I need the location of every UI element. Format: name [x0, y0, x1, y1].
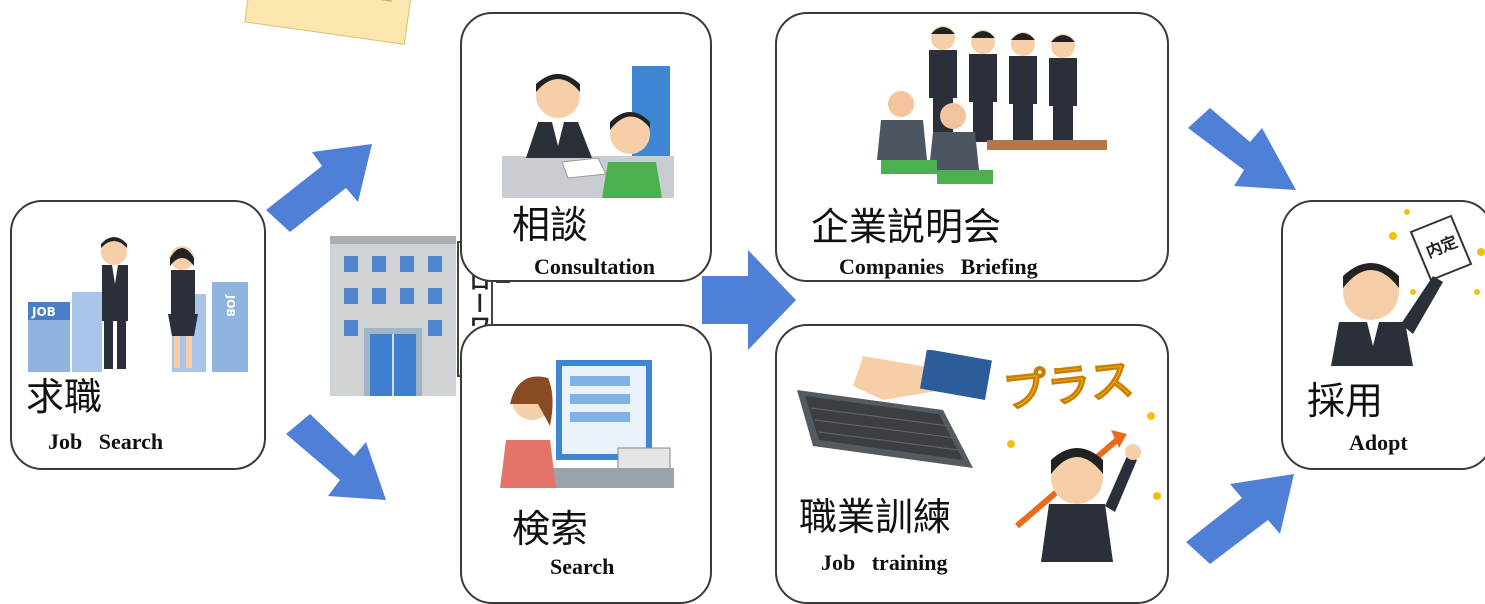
job-sign-left: JOB — [31, 305, 56, 319]
consultation-title: 相談 — [512, 203, 589, 247]
briefing-box: 企業説明会 Companies Briefing — [775, 12, 1169, 282]
search-box: 検索 Search — [460, 324, 712, 604]
adopt-subtitle: Adopt — [1349, 430, 1408, 455]
sticky-note-frame — [320, 0, 399, 2]
sticky-note — [244, 0, 418, 45]
arrow-down-right — [286, 414, 386, 500]
job-seekers-illustration: JOB JOB — [28, 237, 248, 372]
job-search-box: JOB JOB 求職 Job Search — [10, 200, 266, 470]
training-box: プラス 職業訓練 Job training — [775, 324, 1169, 604]
plus-woman-illustration: プラス — [1000, 356, 1161, 562]
arrow-lower-up-right — [1186, 474, 1294, 564]
adopt-illustration: 内定 — [1331, 209, 1485, 366]
adopt-title: 採用 — [1307, 379, 1384, 423]
keyboard-illustration — [797, 350, 992, 468]
consultation-box: 相談 Consultation — [460, 12, 712, 282]
job-sign-right: JOB — [224, 294, 237, 317]
adopt-box: 内定 採用 Adopt — [1281, 200, 1485, 470]
briefing-subtitle: Companies Briefing — [839, 254, 1038, 279]
job-search-title: 求職 — [26, 375, 103, 419]
consultation-subtitle: Consultation — [534, 254, 656, 279]
plus-text: プラス — [1001, 356, 1137, 419]
training-title: 職業訓練 — [799, 495, 952, 539]
briefing-title: 企業説明会 — [811, 205, 1002, 249]
arrow-upper-down-right — [1188, 108, 1296, 190]
search-title: 検索 — [512, 507, 589, 551]
arrow-up-right — [266, 144, 372, 232]
consultation-illustration — [502, 66, 674, 198]
job-search-subtitle: Job Search — [48, 429, 164, 454]
search-illustration — [500, 360, 674, 488]
connector-upper — [496, 281, 510, 283]
briefing-illustration — [877, 26, 1107, 184]
arrow-right-center — [702, 250, 796, 350]
search-subtitle: Search — [550, 554, 615, 579]
training-subtitle: Job training — [821, 550, 948, 575]
